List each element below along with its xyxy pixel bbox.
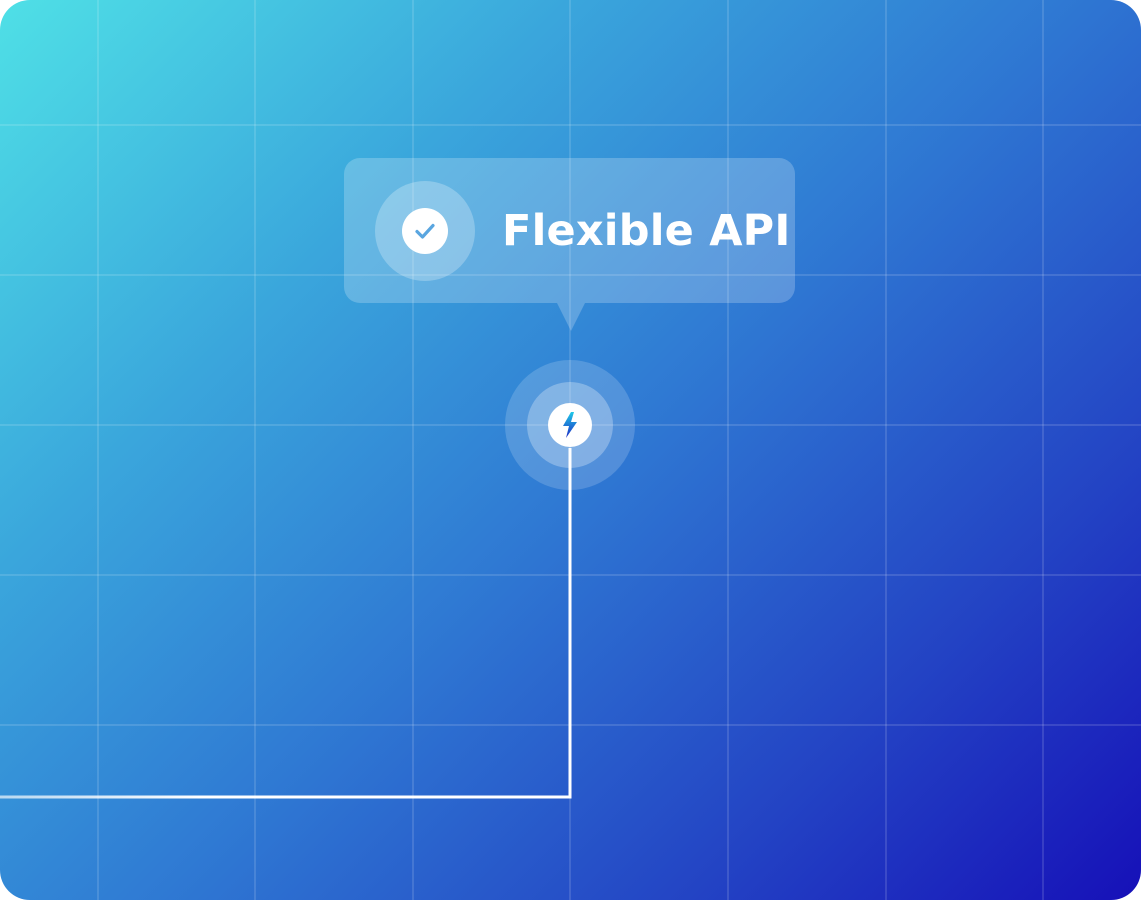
tooltip-pointer bbox=[557, 303, 585, 331]
api-node[interactable] bbox=[548, 403, 592, 447]
feature-label: Flexible API bbox=[502, 206, 791, 256]
solid-connector-line bbox=[0, 448, 572, 799]
check-circle-icon bbox=[402, 208, 448, 254]
lightning-bolt-icon bbox=[563, 412, 577, 438]
check-icon-halo bbox=[375, 181, 475, 281]
